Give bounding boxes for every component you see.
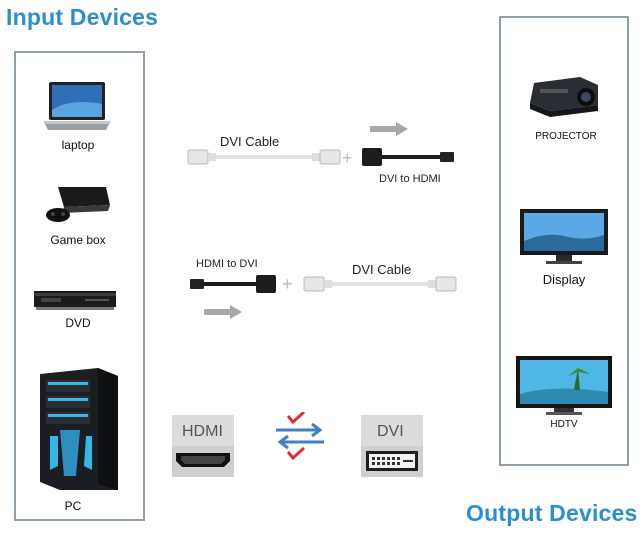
projector-icon bbox=[530, 77, 598, 117]
dvi-to-hdmi-label: DVI to HDMI bbox=[379, 173, 441, 185]
hdmi-to-dvi-adapter-icon bbox=[190, 275, 276, 293]
laptop-label: laptop bbox=[61, 138, 95, 152]
game-console-icon bbox=[46, 187, 110, 222]
output-devices-title: Output Devices bbox=[466, 500, 638, 526]
dvi-port-label: DVI bbox=[377, 423, 404, 440]
dvd-label: DVD bbox=[65, 316, 91, 330]
plus-sign-top: + bbox=[342, 148, 353, 168]
hdmi-port-label: HDMI bbox=[182, 423, 223, 440]
input-devices-title: Input Devices bbox=[6, 4, 159, 30]
pc-tower-icon bbox=[40, 368, 118, 490]
dvi-cable-icon bbox=[187, 149, 341, 165]
hdtv-label: HDTV bbox=[550, 419, 578, 430]
dvi-cable-label-bottom: DVI Cable bbox=[352, 262, 412, 277]
hdmi-to-dvi-label: HDMI to DVI bbox=[196, 258, 258, 270]
output-devices-panel bbox=[499, 16, 629, 466]
tv-icon bbox=[516, 356, 612, 415]
pc-label: PC bbox=[64, 499, 82, 513]
projector-label: PROJECTOR bbox=[535, 131, 597, 142]
game-box-label: Game box bbox=[50, 233, 106, 247]
dvi-to-hdmi-adapter-icon bbox=[362, 148, 454, 166]
bidirectional-arrows-icon bbox=[276, 412, 324, 461]
arrow-right-icon bbox=[370, 122, 408, 136]
plus-sign-bottom: + bbox=[282, 274, 293, 294]
dvd-player-icon bbox=[34, 291, 116, 310]
input-devices-panel bbox=[14, 51, 145, 521]
display-label: Display bbox=[542, 272, 586, 287]
monitor-icon bbox=[520, 209, 608, 264]
dvi-cable-icon-bottom bbox=[303, 276, 457, 292]
arrow-right-icon-bottom bbox=[204, 305, 242, 319]
dvi-cable-label-top: DVI Cable bbox=[220, 134, 280, 149]
laptop-icon bbox=[44, 82, 110, 130]
hdmi-port-icon bbox=[172, 415, 234, 477]
dvi-port-icon bbox=[361, 415, 423, 477]
